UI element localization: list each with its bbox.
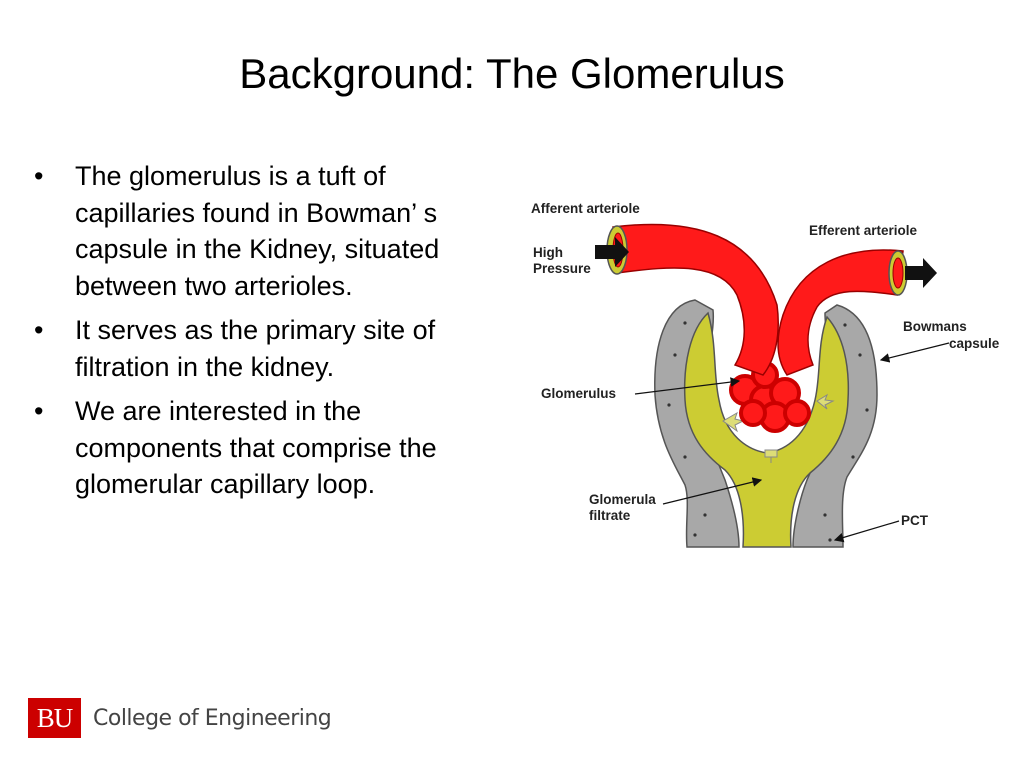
bullet-text: The glomerulus is a tuft of capillaries …	[75, 161, 440, 301]
label-pct: PCT	[901, 513, 929, 528]
bullet-list: • The glomerulus is a tuft of capillaries…	[30, 158, 510, 511]
label-afferent-arteriole: Afferent arteriole	[531, 201, 640, 216]
bullet-item: • The glomerulus is a tuft of capillaries…	[30, 158, 510, 304]
filtrate-space-shape	[683, 311, 850, 548]
label-filtrate: filtrate	[589, 508, 631, 523]
bullet-item: • It serves as the primary site of filtra…	[30, 312, 510, 385]
efferent-arteriole-shape	[777, 249, 904, 376]
arrow-icon	[905, 258, 937, 288]
label-high: High	[533, 245, 563, 260]
bu-logo-mark: BU	[28, 698, 81, 738]
label-bowmans: Bowmans	[903, 319, 967, 334]
bullet-text: It serves as the primary site of filtrat…	[75, 315, 436, 382]
bullet-marker: •	[34, 315, 44, 345]
slide-title: Background: The Glomerulus	[239, 50, 785, 97]
label-capsule: capsule	[949, 336, 1000, 351]
bullet-item: • We are interested in the components tha…	[30, 393, 510, 503]
label-efferent-arteriole: Efferent arteriole	[809, 223, 918, 238]
glomerulus-diagram: Afferent arteriole Efferent arteriole Hi…	[531, 201, 1000, 548]
arrow-icon	[595, 237, 629, 267]
org-name: College of Engineering	[93, 705, 332, 731]
bullet-text: We are interested in the components that…	[75, 396, 437, 499]
bullet-marker: •	[34, 161, 44, 191]
footer-logo: BU College of Engineering	[28, 698, 332, 738]
afferent-arteriole-shape	[612, 223, 779, 376]
bullet-marker: •	[34, 396, 44, 426]
label-pressure: Pressure	[533, 261, 591, 276]
label-glomerulus: Glomerulus	[541, 386, 616, 401]
label-glomerula: Glomerula	[589, 492, 656, 507]
